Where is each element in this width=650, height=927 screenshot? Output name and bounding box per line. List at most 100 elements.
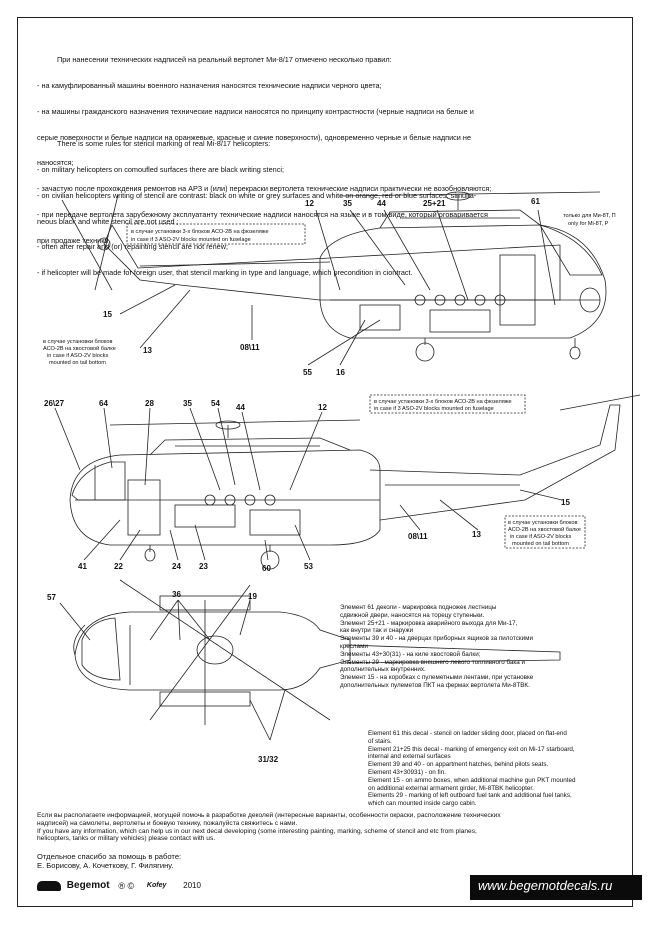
- note-tail: в случае установки блоков: [43, 339, 113, 345]
- callout: 36: [172, 590, 181, 599]
- contact-line: helicopters, tanks or military vehicles)…: [37, 835, 216, 843]
- callout: 26\27: [44, 399, 65, 408]
- note-tail: в случае установки блоков: [508, 520, 578, 526]
- note-tail: АСО-2В на хвостовой балке: [43, 345, 116, 352]
- note-line: сдвижной двери, наносятся на торецу ступ…: [340, 611, 485, 619]
- note-line: of stairs.: [368, 737, 392, 745]
- callout: 08\11: [408, 532, 428, 541]
- brand-name: Begemot: [66, 880, 110, 891]
- callout: 55: [303, 368, 312, 377]
- rules-ru-line: - при передаче вертолета зарубежному экс…: [37, 209, 488, 219]
- author: Kofey: [146, 882, 167, 889]
- rules-en-line: - if helicopter will be made for foreign…: [37, 268, 413, 278]
- callout: 44: [377, 199, 386, 208]
- note-aso-fuselage-en: in case if 3 ASO-2V blocks mounted on fu…: [374, 406, 494, 412]
- contact-text: Если вы располагаете информацией, могуще…: [37, 812, 501, 843]
- callout: 57: [47, 593, 56, 602]
- note-line: дополнительных пулеметов ПКТ на фермах в…: [340, 681, 530, 689]
- callout: 64: [99, 399, 108, 408]
- callout: 28: [145, 399, 154, 408]
- rules-ru-line: наносятся;: [37, 158, 74, 168]
- note-aso-fuselage-ru: в случае установки 3-х блоков АСО-2В на …: [131, 229, 269, 235]
- note-line: дополнительных внутренних.: [340, 666, 426, 674]
- callout: 44: [236, 403, 245, 412]
- thanks-text: Отдельное спасибо за помощь в работе: Е.…: [37, 852, 181, 870]
- callout: 35: [183, 399, 192, 408]
- note-mi8t-en: only for Mi-8T, P: [568, 221, 609, 227]
- hippo-icon: [37, 880, 61, 891]
- callout: 12: [305, 199, 314, 208]
- notes-ru: Элемент 61 деколи - маркировка подножек …: [340, 604, 533, 690]
- rules-en: There is some rules for stencil marking …: [37, 123, 617, 286]
- callout: 13: [472, 530, 481, 539]
- note-line: Element 61 this decal - stencil on ladde…: [368, 730, 567, 737]
- page-frame: [17, 17, 633, 907]
- contact-line: надписей) на самолеты, вертолеты и боеву…: [37, 819, 298, 827]
- note-line: как внутри так и снаружи: [340, 627, 414, 635]
- thanks-line: Отдельное спасибо за помощь в работе:: [37, 852, 182, 861]
- note-line: Elements 29 - marking of left outboard f…: [368, 792, 572, 800]
- website-bar: [470, 875, 642, 900]
- note-tail: mounted on tail bottom: [49, 360, 106, 366]
- thanks-line: Е. Борисову, А. Кочеткову, Г. Филягину.: [37, 861, 174, 870]
- callout: 61: [531, 197, 540, 206]
- callout: 54: [211, 399, 220, 408]
- helicopter-side-view-top: [61, 191, 607, 366]
- contact-line: Если вы располагаете информацией, могуще…: [37, 812, 501, 819]
- note-tail: mounted on tail bottom: [512, 541, 569, 547]
- note-line: internal and external surfaces: [368, 753, 451, 761]
- callout: 23: [199, 562, 208, 571]
- callout: 25+21: [423, 199, 446, 208]
- note-line: Элементы 43+30(31) - на киле хвостовой б…: [340, 650, 481, 658]
- rules-en-line: - often after repair and (or) repainting…: [37, 242, 229, 252]
- note-line: Элементы 29 - маркировка внешнего левого…: [340, 658, 526, 666]
- rules-en-line: - on civilian helicopters writing of ste…: [37, 190, 477, 200]
- note-line: Element 43+30931) - on fin.: [368, 768, 446, 776]
- rules-en-line: neous black and white stencil are not us…: [37, 216, 179, 226]
- rules-ru: При нанесении технических надписей на ре…: [37, 39, 617, 254]
- notes-en: Element 61 this decal - stencil on ladde…: [368, 730, 575, 808]
- callout: 31/32: [258, 755, 279, 764]
- callout: 12: [318, 403, 327, 412]
- note-aso-fuselage-ru: в случае установки 3-х блоков АСО-2В на …: [374, 399, 512, 405]
- note-line: Элементы 39 и 40 - на дверцах приборных …: [340, 635, 533, 643]
- note-tail: in case if ASO-2V blocks: [510, 534, 571, 540]
- callout: 19: [248, 592, 257, 601]
- note-line: Элемент 15 - на коробках с пулеметными л…: [340, 674, 534, 682]
- begemot-logo: Begemot ® © Kofey 2010: [37, 880, 201, 891]
- callout: 60: [262, 564, 271, 573]
- note-line: Элемент 61 деколи - маркировка подножек …: [340, 604, 497, 611]
- note-line: Element 21+25 this decal - marking of em…: [368, 745, 575, 753]
- note-line: which can mounted inside cargo cabin.: [368, 800, 477, 808]
- callout: 15: [561, 498, 570, 507]
- note-line: Элемент 25+21 - маркировка аварийного вы…: [340, 619, 518, 627]
- callout: 53: [304, 562, 313, 571]
- website-link[interactable]: www.begemotdecals.ru: [478, 878, 613, 893]
- callout: 13: [143, 346, 152, 355]
- rules-ru-line: - на камуфлированный машины военного наз…: [37, 80, 382, 90]
- year: 2010: [183, 881, 201, 890]
- contact-line: If you have any information, which can h…: [37, 827, 477, 835]
- rules-ru-line: при продаже техники.: [37, 235, 111, 245]
- trademark-marks: ® ©: [118, 880, 135, 891]
- callout: 15: [103, 310, 112, 319]
- note-line: Element 15 - on ammo boxes, when additio…: [368, 776, 576, 784]
- rules-en-line: There is some rules for stencil marking …: [57, 139, 271, 149]
- note-line: креслами: [340, 642, 368, 650]
- rules-ru-line: - зачастую после прохождения ремонтов на…: [37, 184, 492, 194]
- helicopter-side-view-bottom: [54, 394, 641, 570]
- callout: 22: [114, 562, 123, 571]
- rules-ru-line: - на машины гражданского назначения техн…: [37, 106, 474, 116]
- callout: 41: [78, 562, 87, 571]
- rules-ru-line: серые поверхности и белые надписи на ора…: [37, 132, 471, 142]
- rules-ru-line: При нанесении технических надписей на ре…: [57, 55, 392, 65]
- callout: 08\11: [240, 343, 260, 352]
- callout: 35: [343, 199, 352, 208]
- note-mi8t-ru: только для Ми-8Т, П: [563, 213, 616, 219]
- note-tail: АСО-2В на хвостовой балке: [508, 526, 581, 533]
- note-line: Element 39 and 40 - on appartment hatche…: [368, 761, 549, 769]
- helicopter-top-view: [59, 579, 561, 741]
- callout: 16: [336, 368, 345, 377]
- note-tail: in case if ASO-2V blocks: [47, 353, 108, 359]
